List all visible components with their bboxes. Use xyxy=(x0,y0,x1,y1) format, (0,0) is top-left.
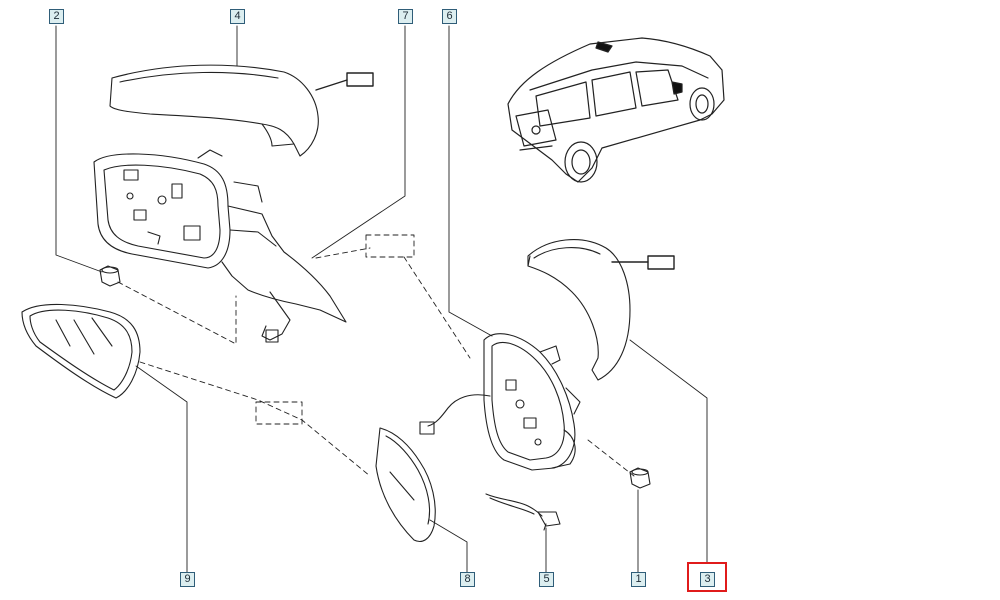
assembly-lines xyxy=(117,234,635,477)
reference-blocks xyxy=(315,72,675,270)
leader-lines xyxy=(55,25,708,573)
dash-cover-right xyxy=(315,247,371,259)
part-6-mirror-housing xyxy=(419,333,581,471)
callout-4[interactable]: 4 xyxy=(230,9,245,24)
part-3-mirror-cover xyxy=(527,239,631,381)
leader-2 xyxy=(55,25,103,273)
dash-glass-left xyxy=(139,361,371,477)
callout-3-highlight xyxy=(687,562,727,592)
leader-9 xyxy=(135,365,188,573)
dash-nut-right xyxy=(587,439,635,477)
part-8-mirror-glass xyxy=(375,427,436,543)
part-9-mirror-glass xyxy=(21,303,141,399)
dash-top-to-bottom xyxy=(403,256,471,359)
car-mirror-marker-side xyxy=(671,81,683,95)
part-5-connector xyxy=(485,493,561,531)
part-7-mirror-housing xyxy=(93,149,347,343)
callout-3[interactable]: 3 xyxy=(700,572,715,587)
car-illustration xyxy=(507,37,725,183)
callout-2[interactable]: 2 xyxy=(49,9,64,24)
leader-7 xyxy=(311,25,406,259)
car-mirror-marker-top xyxy=(595,41,613,53)
dash-box-1 xyxy=(365,234,415,258)
ref-block-left xyxy=(346,72,374,87)
callout-6[interactable]: 6 xyxy=(442,9,457,24)
dash-box-2 xyxy=(255,401,303,425)
callout-9[interactable]: 9 xyxy=(180,572,195,587)
callout-8[interactable]: 8 xyxy=(460,572,475,587)
callout-5[interactable]: 5 xyxy=(539,572,554,587)
callout-7[interactable]: 7 xyxy=(398,9,413,24)
dash-nut-mirror xyxy=(117,281,237,345)
leader-3 xyxy=(629,339,708,563)
leader-6 xyxy=(448,25,493,337)
part-1-nut xyxy=(629,467,651,489)
part-2-nut xyxy=(99,265,121,287)
part-4-mirror-cover-top xyxy=(109,64,319,157)
ref-block-right xyxy=(647,255,675,270)
callout-1[interactable]: 1 xyxy=(631,572,646,587)
leader-8 xyxy=(429,519,468,573)
